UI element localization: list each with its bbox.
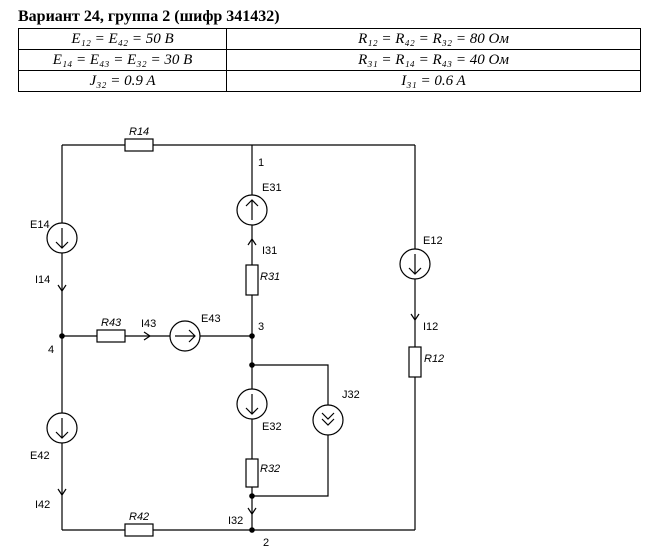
current-arrow-i42 — [57, 488, 67, 497]
current-arrow-i32 — [247, 507, 257, 516]
source-label-e43: E43 — [201, 313, 221, 325]
junction-dot — [59, 333, 65, 339]
resistor-label-r42: R42 — [129, 511, 149, 523]
source-e14 — [46, 222, 78, 254]
junction-dot — [249, 527, 255, 533]
source-label-e14: E14 — [30, 219, 50, 231]
param-cell: J₃₂ = 0.9 A — [18, 70, 227, 92]
junction-dot — [249, 362, 255, 368]
junctions — [59, 333, 255, 533]
current-label-i31: I31 — [262, 245, 277, 257]
source-e43 — [169, 320, 201, 352]
resistor-r42 — [124, 523, 154, 537]
source-label-e42: E42 — [30, 450, 50, 462]
node-label-3: 3 — [258, 321, 264, 333]
resistor-label-r31: R31 — [260, 271, 280, 283]
resistor-r12 — [408, 346, 422, 378]
param-cell: R₁₂ = R₄₂ = R₃₂ = 80 Ом — [226, 28, 641, 50]
junction-dot — [249, 333, 255, 339]
param-cell: E₁₄ = E₄₃ = E₃₂ = 30 В — [18, 49, 227, 71]
param-cell: I₃₁ = 0.6 A — [226, 70, 641, 92]
current-arrow-i43 — [143, 331, 152, 341]
current-label-i12: I12 — [423, 321, 438, 333]
source-e42 — [46, 412, 78, 444]
resistor-label-r32: R32 — [260, 463, 280, 475]
current-arrow-i12 — [410, 313, 420, 322]
resistor-r32 — [245, 458, 259, 488]
current-label-i32: I32 — [228, 515, 243, 527]
node-label-4: 4 — [48, 344, 54, 356]
source-e12 — [399, 248, 431, 280]
resistor-r14 — [124, 138, 154, 152]
current-arrow-i31 — [247, 237, 257, 246]
current-label-i14: I14 — [35, 274, 50, 286]
variant-title: Вариант 24, группа 2 (шифр 341432) — [18, 8, 280, 25]
source-e31 — [236, 194, 268, 226]
source-label-e31: E31 — [262, 182, 282, 194]
resistor-label-r43: R43 — [101, 317, 122, 329]
resistor-label-r12: R12 — [424, 353, 444, 365]
current-arrows — [57, 237, 420, 516]
current-label-i43: I43 — [141, 318, 156, 330]
current-source-j32 — [312, 404, 344, 436]
resistor-r31 — [245, 264, 259, 296]
current-label-i42: I42 — [35, 499, 50, 511]
resistor-r43 — [96, 329, 126, 343]
source-label-e32: E32 — [262, 421, 282, 433]
parameters-table: E₁₂ = E₄₂ = 50 В R₁₂ = R₄₂ = R₃₂ = 80 Ом… — [18, 28, 641, 92]
junction-dot — [249, 493, 255, 499]
source-label-j32: J32 — [342, 389, 360, 401]
table-row: J₃₂ = 0.9 A I₃₁ = 0.6 A — [18, 70, 641, 92]
source-label-e12: E12 — [423, 235, 443, 247]
table-row: E₁₂ = E₄₂ = 50 В R₁₂ = R₄₂ = R₃₂ = 80 Ом — [18, 28, 641, 50]
node-label-1: 1 — [258, 157, 264, 169]
current-arrow-i14 — [57, 284, 67, 293]
source-e32 — [236, 388, 268, 420]
node-label-2: 2 — [263, 537, 269, 548]
resistor-label-r14: R14 — [129, 126, 149, 138]
